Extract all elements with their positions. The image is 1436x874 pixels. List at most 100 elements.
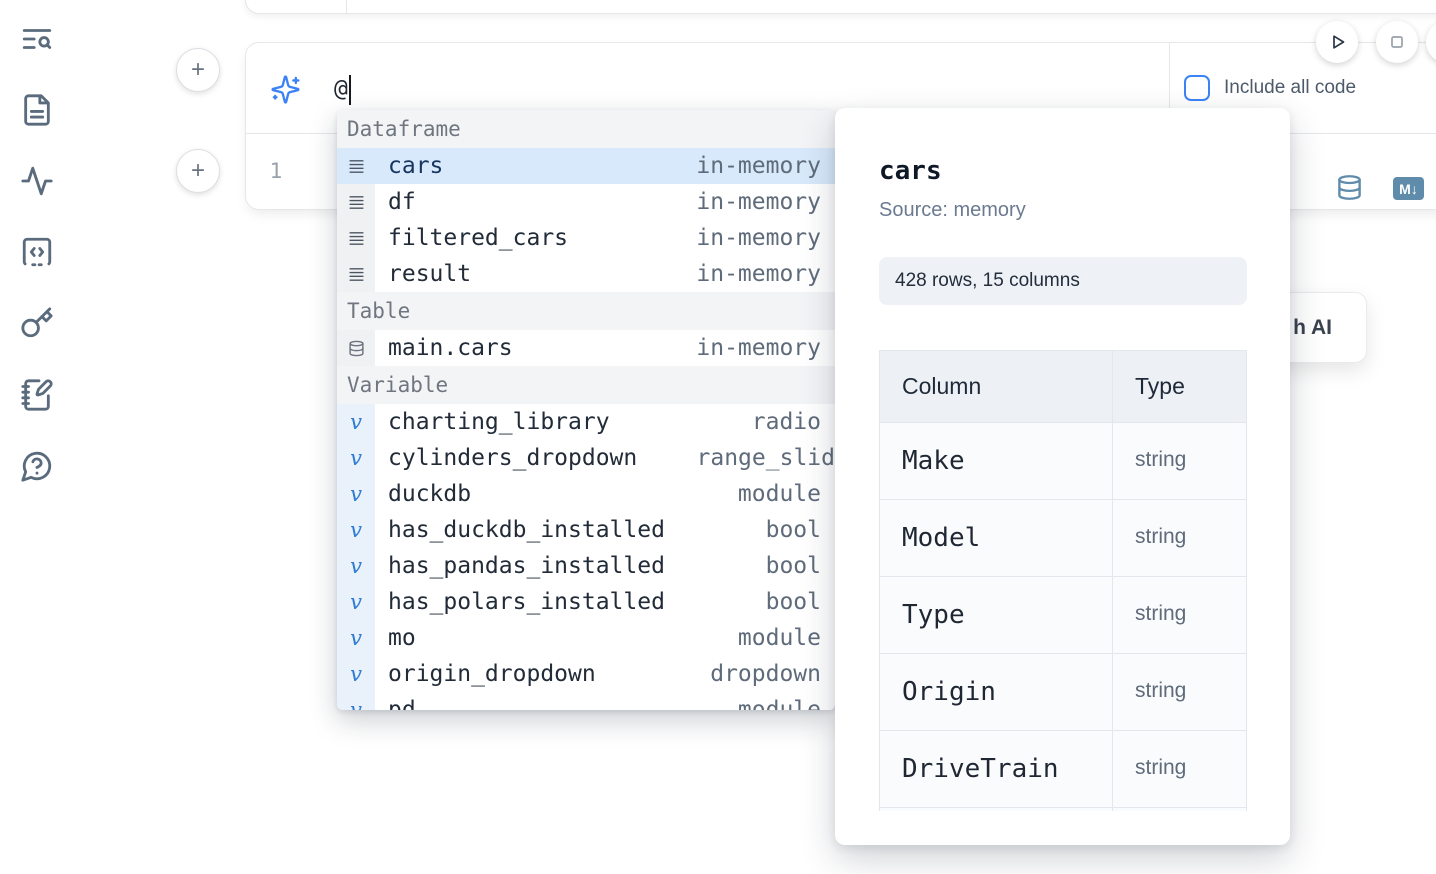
ai-sparkles-icon [270, 74, 301, 105]
autocomplete-item-cars[interactable]: cars in-memory [337, 148, 835, 184]
item-type: bool [765, 589, 821, 615]
item-name: has_polars_installed [388, 589, 665, 615]
schema-column-name: Make [880, 423, 1113, 499]
with-ai-button-label: h AI [1293, 315, 1332, 339]
item-name: result [388, 261, 472, 287]
previous-cell-divider [346, 0, 347, 13]
item-name: has_pandas_installed [388, 553, 665, 579]
autocomplete-item-mo[interactable]: v mo module [337, 620, 835, 656]
item-name: pd [388, 697, 416, 710]
item-name: df [388, 189, 416, 215]
schema-column-type: string [1135, 756, 1187, 779]
autocomplete-item-df[interactable]: df in-memory [337, 184, 835, 220]
autocomplete-item-has_pandas_installed[interactable]: v has_pandas_installed bool [337, 548, 835, 584]
panel-shape-badge: 428 rows, 15 columns [879, 257, 1247, 305]
autocomplete-item-has_polars_installed[interactable]: v has_polars_installed bool [337, 584, 835, 620]
text-search-icon[interactable] [20, 22, 54, 56]
line-number: 1 [269, 159, 283, 183]
item-name: origin_dropdown [388, 661, 596, 687]
item-type: module [737, 481, 821, 507]
item-type: radio [751, 409, 821, 435]
autocomplete-item-has_duckdb_installed[interactable]: v has_duckdb_installed bool [337, 512, 835, 548]
schema-table-row: DriveTrain string [880, 731, 1246, 808]
item-type: bool [765, 553, 821, 579]
schema-table-row: Make string [880, 423, 1246, 500]
variable-icon: v [350, 661, 362, 686]
autocomplete-section-header: Dataframe [337, 110, 835, 148]
schema-column-header: Column [880, 351, 1113, 422]
item-icon-gutter: v [337, 440, 375, 476]
item-name: cylinders_dropdown [388, 445, 638, 471]
item-name: cars [388, 153, 444, 179]
item-name: duckdb [388, 481, 472, 507]
item-icon-gutter [337, 184, 375, 220]
code-snippet-icon[interactable] [20, 235, 54, 269]
file-document-icon[interactable] [20, 93, 54, 127]
dataframe-rows-icon [348, 231, 364, 245]
item-name: has_duckdb_installed [388, 517, 665, 543]
item-type: in-memory [696, 261, 821, 287]
dataframe-preview-panel: cars Source: memory 428 rows, 15 columns… [835, 108, 1290, 845]
schema-column-header: Type [1135, 373, 1185, 399]
item-name: charting_library [388, 409, 610, 435]
schema-column-type: string [1135, 602, 1187, 625]
item-type: module [737, 625, 821, 651]
convert-to-markdown-button[interactable]: M↓ [1393, 177, 1424, 200]
left-sidebar [0, 0, 70, 874]
autocomplete-dropdown: Dataframe cars in-memory df in-memory filtere… [337, 110, 835, 710]
item-icon-gutter: v [337, 620, 375, 656]
item-icon-gutter: v [337, 584, 375, 620]
item-type: bool [765, 517, 821, 543]
item-name: mo [388, 625, 416, 651]
item-type: in-memory [696, 189, 821, 215]
text-cursor [348, 74, 351, 105]
autocomplete-item-charting_library[interactable]: v charting_library radio [337, 404, 835, 440]
run-cell-button[interactable] [1316, 21, 1358, 63]
notebook-pen-icon[interactable] [20, 378, 54, 412]
item-icon-gutter: v [337, 404, 375, 440]
item-icon-gutter [337, 148, 375, 184]
key-icon[interactable] [20, 306, 54, 340]
item-icon-gutter: v [337, 476, 375, 512]
autocomplete-item-origin_dropdown[interactable]: v origin_dropdown dropdown [337, 656, 835, 692]
autocomplete-item-result[interactable]: result in-memory [337, 256, 835, 292]
autocomplete-section-header: Table [337, 292, 835, 330]
include-all-code-checkbox[interactable] [1184, 75, 1210, 101]
variable-icon: v [350, 409, 362, 434]
variable-icon: v [350, 589, 362, 614]
stop-cell-button[interactable] [1376, 21, 1418, 63]
schema-table-row [880, 808, 1246, 811]
stop-icon [1391, 36, 1403, 48]
variable-icon: v [350, 553, 362, 578]
item-icon-gutter: v [337, 692, 375, 710]
item-icon-gutter: v [337, 512, 375, 548]
schema-table-header: Column Type [880, 351, 1246, 423]
autocomplete-section-header: Variable [337, 366, 835, 404]
help-chat-icon[interactable] [20, 449, 54, 483]
ai-prompt-input[interactable]: @ [334, 73, 351, 105]
play-icon [1333, 35, 1345, 49]
activity-icon[interactable] [20, 164, 54, 198]
item-type: in-memory [696, 153, 821, 179]
panel-title: cars [879, 156, 942, 186]
add-cell-above-button[interactable]: + [176, 48, 220, 92]
item-name: main.cars [388, 335, 513, 361]
include-all-code-option[interactable]: Include all code [1184, 43, 1356, 133]
item-icon-gutter [337, 256, 375, 292]
extra-cell-button[interactable] [1426, 21, 1436, 63]
schema-column-name: DriveTrain [880, 731, 1113, 807]
schema-column-type: string [1135, 679, 1187, 702]
variable-icon: v [350, 625, 362, 650]
schema-column-type: string [1135, 448, 1187, 471]
convert-to-sql-button[interactable] [1336, 172, 1363, 203]
add-cell-below-button[interactable]: + [176, 149, 220, 193]
item-type: dropdown [710, 661, 821, 687]
dataframe-rows-icon [348, 267, 364, 281]
